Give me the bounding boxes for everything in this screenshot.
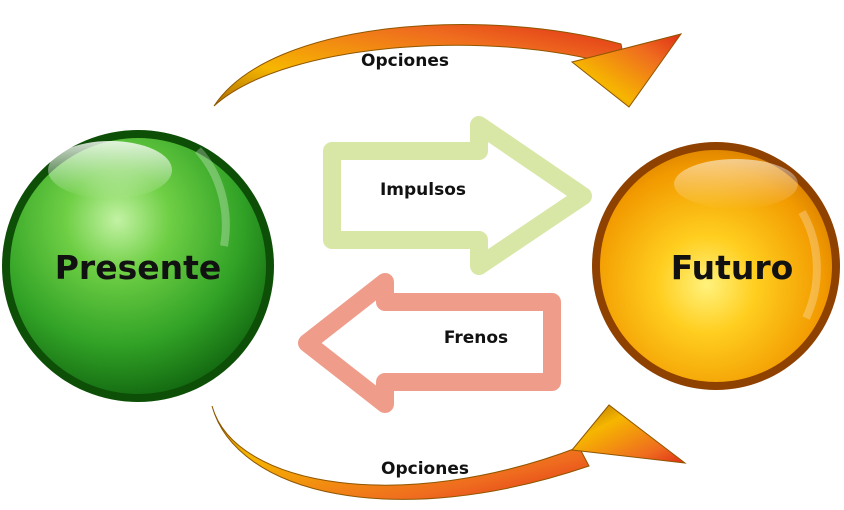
presente-node — [2, 130, 274, 402]
impulsos-arrow — [323, 116, 592, 275]
futuro-node — [592, 142, 840, 390]
frenos-label: Frenos — [444, 328, 508, 348]
top-options-label: Opciones — [361, 51, 449, 71]
bottom-options-arrow-body — [211, 405, 590, 500]
bottom-options-label: Opciones — [381, 459, 469, 479]
presente-label: Presente — [55, 248, 222, 287]
bottom-options-arrow-head — [571, 404, 687, 464]
frenos-arrow — [298, 273, 561, 413]
top-options-arrow-head — [570, 33, 683, 108]
impulsos-label: Impulsos — [380, 180, 466, 200]
futuro-label: Futuro — [671, 248, 794, 287]
